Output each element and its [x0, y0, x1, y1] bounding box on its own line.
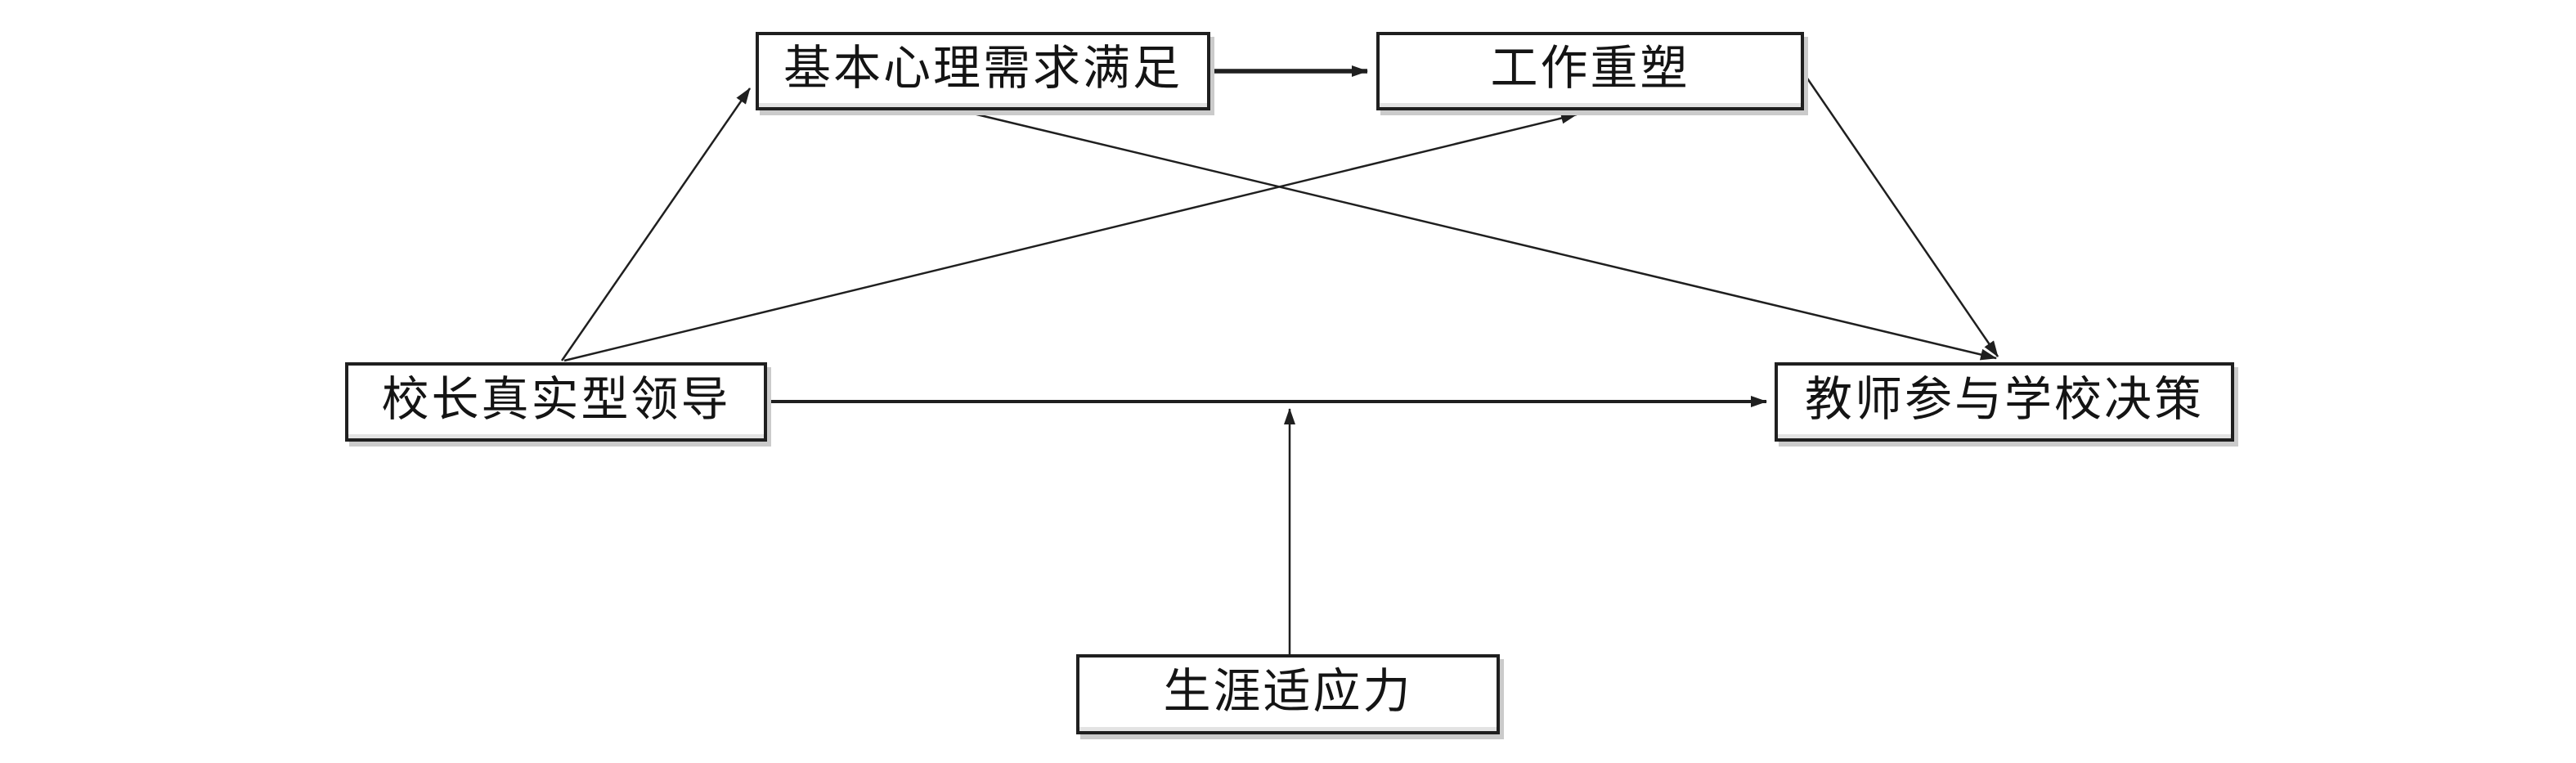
node-basic-needs: 基本心理需求满足 [756, 32, 1210, 110]
node-participation: 教师参与学校决策 [1775, 362, 2234, 442]
node-basic-needs-label: 基本心理需求满足 [783, 42, 1183, 95]
arrow-leadership-to-needs [560, 88, 752, 361]
node-job-crafting: 工作重塑 [1376, 32, 1804, 110]
node-leadership-label: 校长真实型领导 [381, 372, 731, 426]
arrow-crafting-to-participation [1802, 73, 1999, 357]
arrow-needs-to-participation [966, 110, 1997, 361]
arrow-leadership-to-crafting [563, 112, 1577, 362]
node-leadership: 校长真实型领导 [345, 362, 767, 442]
node-adaptability: 生涯适应力 [1076, 654, 1500, 734]
node-participation-label: 教师参与学校决策 [1804, 372, 2204, 426]
node-job-crafting-label: 工作重塑 [1490, 42, 1690, 95]
node-adaptability-label: 生涯适应力 [1163, 665, 1413, 718]
